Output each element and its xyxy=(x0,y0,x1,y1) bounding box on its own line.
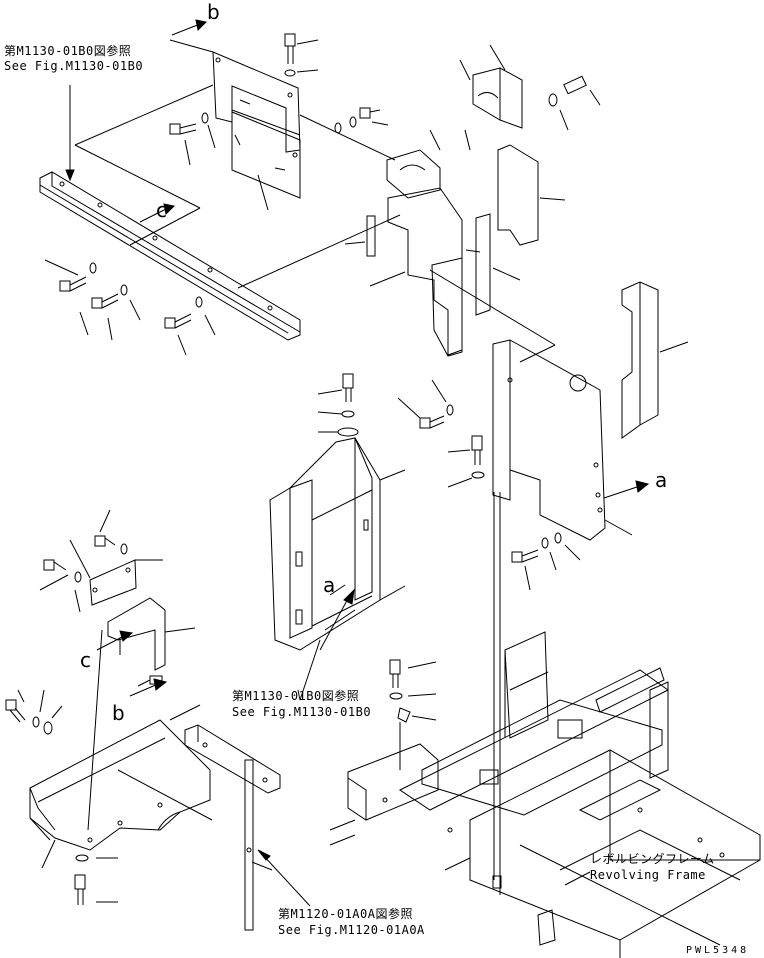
right-tall-plate xyxy=(622,282,688,438)
lower-left-bracket xyxy=(40,510,195,686)
revolving-frame xyxy=(330,632,760,958)
upper-shield-plate xyxy=(213,52,300,198)
ref-top-left-en: See Fig.M1130-01B0 xyxy=(4,59,144,73)
leader-lines xyxy=(66,40,555,880)
ref-center-en: See Fig.M1130-01B0 xyxy=(232,705,372,719)
bolt-set-mid xyxy=(318,374,580,590)
ref-bottom-en: See Fig.M1120-01A0A xyxy=(278,923,425,937)
frame-label-jp: レボルビングフレーム xyxy=(590,852,715,866)
marker-b-lower: b xyxy=(112,701,125,725)
marker-a-center: a xyxy=(323,573,336,597)
ref-bottom-jp: 第M1120-01A0A図参照 xyxy=(278,907,413,921)
bolt-set-beam xyxy=(45,260,215,355)
bolt-set-top xyxy=(170,34,388,210)
marker-b-top: b xyxy=(207,0,220,24)
lower-vertical-bar xyxy=(185,725,310,930)
bolt-set-lower-left xyxy=(6,690,118,905)
marker-c-lower: c xyxy=(80,648,91,672)
lower-left-cover xyxy=(30,720,210,868)
upper-right-blocks xyxy=(387,45,600,198)
frame-label-en: Revolving Frame xyxy=(590,868,706,882)
center-frame xyxy=(270,438,405,700)
ref-top-left-jp: 第M1130-01B0図参照 xyxy=(4,44,132,58)
main-panel xyxy=(493,340,632,540)
ref-center-jp: 第M1130-01B0図参照 xyxy=(232,689,360,703)
marker-c-left: c xyxy=(156,198,167,222)
cross-beam xyxy=(40,172,300,340)
drawing-code: PWL5348 xyxy=(686,945,750,956)
bolt-set-frame xyxy=(390,660,436,770)
marker-a-right: a xyxy=(655,468,668,492)
center-shields xyxy=(345,130,565,356)
marker-arrows xyxy=(97,20,648,696)
